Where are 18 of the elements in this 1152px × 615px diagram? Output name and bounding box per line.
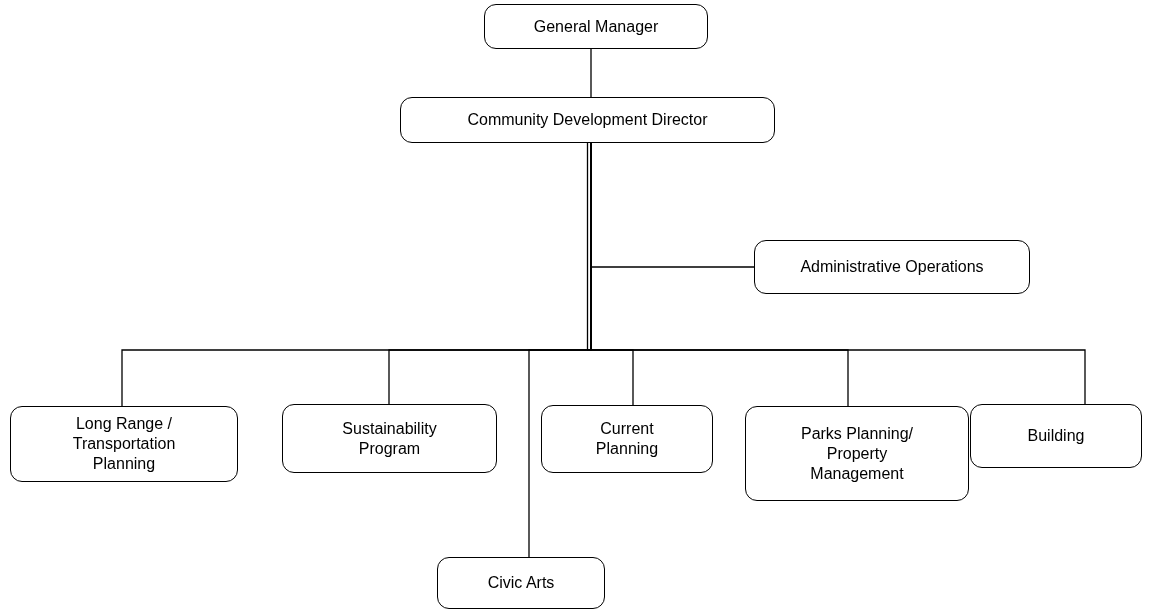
org-box [400,97,775,143]
org-box [282,404,497,473]
box-label: General Manager [533,16,659,37]
box-label: Parks Planning/ Property Management [799,423,915,484]
box-label: Sustainability Program [341,418,438,459]
org-box [10,406,238,482]
box-label: Current Planning [594,419,660,459]
org-box [437,557,605,609]
box-label: Long Range / Transportation Planning [71,414,177,474]
org-box [484,4,708,49]
org-box [745,406,969,501]
box-label: Administrative Operations [800,257,984,277]
box-label: Community Development Director [467,110,708,130]
org-box [970,404,1142,468]
org-box [754,240,1030,294]
org-box [541,405,713,473]
box-label: Building [1027,426,1085,446]
box-label: Civic Arts [487,573,555,593]
